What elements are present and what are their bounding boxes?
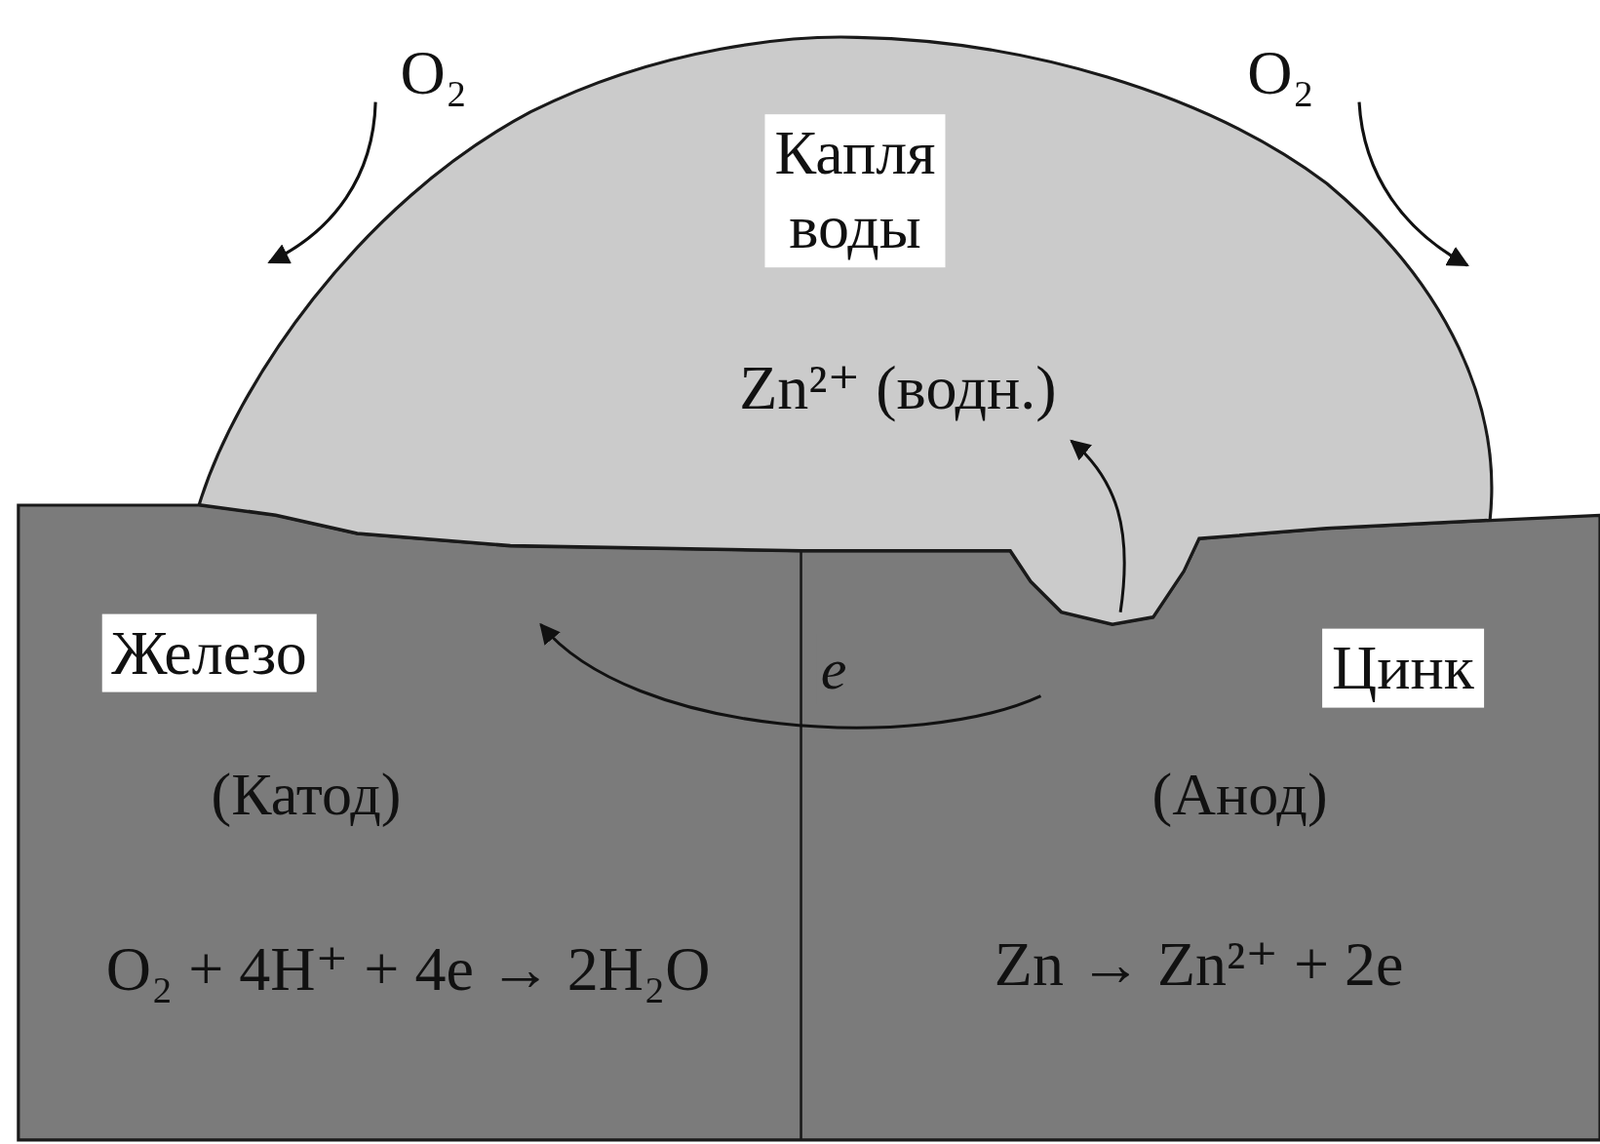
zinc-region: Цинк (Анод) Zn → Zn²⁺ + 2e (801, 550, 1600, 1140)
electrode-role: (Анод) (1152, 757, 1328, 830)
oxygen-arrow (1359, 102, 1468, 266)
ion-release-arrow (1071, 440, 1125, 613)
electron-label: e (817, 633, 852, 704)
metal-name: Железо (101, 613, 317, 693)
iron-region: Железо (Катод) O₂ + 4H⁺ + 4e → 2H₂O (18, 550, 802, 1140)
oxygen-arrow (269, 102, 376, 263)
drop-title: Капля воды (764, 114, 945, 269)
metal-name: Цинк (1322, 628, 1484, 708)
drop-body (198, 37, 1492, 625)
water-drop: Капля водыZn²⁺ (водн.) (194, 30, 1501, 627)
metal-junction (799, 550, 803, 1140)
reaction-equation: O₂ + 4H⁺ + 4e → 2H₂O (106, 932, 711, 1008)
oxygen-label: O₂ (1247, 36, 1315, 112)
electrode-role: (Катод) (211, 757, 402, 830)
electron-flow-arrow (541, 624, 1042, 728)
metal-body (18, 505, 1600, 1140)
oxygen-label: O₂ (400, 36, 469, 112)
reaction-equation: Zn → Zn²⁺ + 2e (994, 926, 1405, 1002)
ion-label: Zn²⁺ (водн.) (739, 350, 1056, 426)
